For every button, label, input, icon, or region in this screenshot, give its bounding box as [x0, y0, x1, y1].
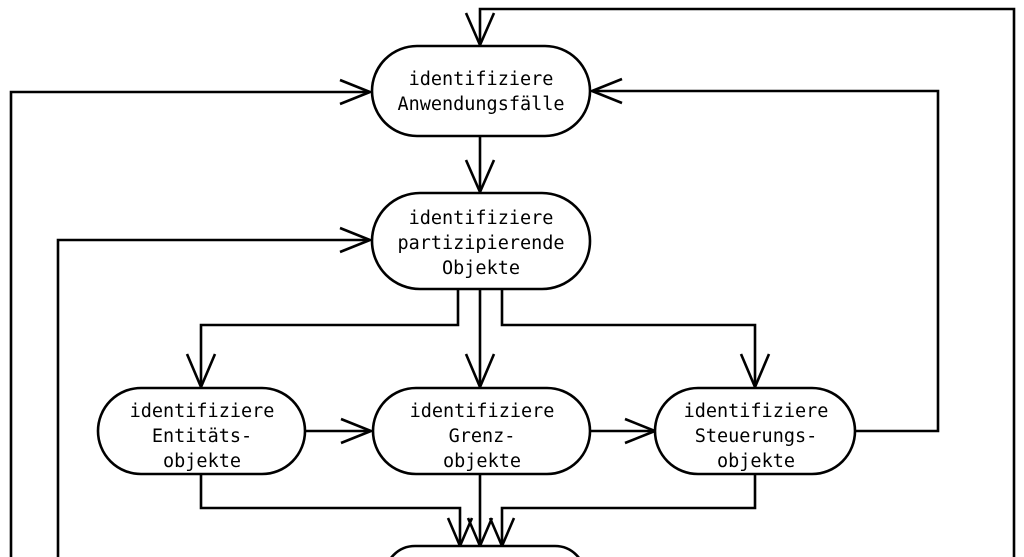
node-partizipierende-objekte-line-1: identifiziere — [409, 208, 554, 229]
edge-partizipierende-to-entitaets — [185, 289, 460, 391]
node-partizipierende-objekte-line-2: partizipierende — [397, 233, 564, 254]
node-entitaetsobjekte[interactable]: identifiziere Entitäts- objekte — [96, 386, 307, 476]
node-steuerungsobjekte-line-1: identifiziere — [684, 401, 829, 422]
edge-anwendungsfaelle-to-partizipierende — [464, 136, 496, 196]
edge-steuerungs-to-bottom — [488, 474, 757, 550]
node-partizipierende-objekte-line-3: Objekte — [442, 258, 520, 279]
node-partizipierende-objekte[interactable]: identifiziere partizipierende Objekte — [370, 191, 592, 291]
node-bottom-partial[interactable] — [385, 544, 585, 557]
edge-entitaets-to-bottom — [199, 474, 474, 550]
node-anwendungsfaelle[interactable]: identifiziere Anwendungsfälle — [370, 44, 592, 138]
node-grenzobjekte-line-2: Grenz- — [449, 426, 516, 447]
node-grenzobjekte-line-3: objekte — [443, 451, 521, 472]
edge-left-inner-loop-into-partizipierende — [56, 226, 374, 557]
node-steuerungsobjekte-line-2: Steuerungs- — [695, 426, 818, 447]
edge-partizipierende-to-steuerungs — [500, 289, 771, 391]
node-anwendungsfaelle-line-1: identifiziere — [409, 69, 554, 90]
node-steuerungsobjekte-line-3: objekte — [717, 451, 795, 472]
edge-entitaets-to-grenz — [305, 417, 375, 445]
node-entitaetsobjekte-line-2: Entitäts- — [152, 426, 252, 447]
node-grenzobjekte-line-1: identifiziere — [410, 401, 555, 422]
edge-grenz-to-bottom — [466, 474, 494, 550]
edge-partizipierende-to-grenz — [464, 289, 496, 391]
node-entitaetsobjekte-line-1: identifiziere — [130, 401, 275, 422]
edge-grenz-to-steuerungs — [590, 417, 659, 445]
edge-right-loop-into-anwendungsfaelle — [588, 77, 940, 433]
node-anwendungsfaelle-line-2: Anwendungsfälle — [397, 94, 564, 115]
edge-left-outer-loop-into-anwendungsfaelle — [9, 78, 374, 557]
node-entitaetsobjekte-line-3: objekte — [163, 451, 241, 472]
node-grenzobjekte[interactable]: identifiziere Grenz- objekte — [371, 386, 592, 476]
node-steuerungsobjekte[interactable]: identifiziere Steuerungs- objekte — [653, 386, 857, 476]
